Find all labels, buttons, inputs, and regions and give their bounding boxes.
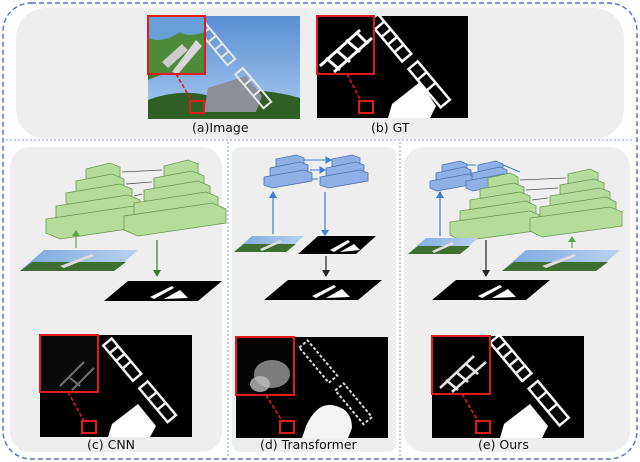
cnn-input-tile [20,250,138,271]
cnn-result-image [39,334,192,437]
transformer-mid-tile [298,236,376,254]
transformer-decoder-pyramid [319,154,369,189]
caption-cnn: (c) CNN [87,437,135,452]
caption-gt: (b) GT [371,120,410,135]
ours-input-tile-left [408,238,478,254]
ours-architecture-diagram [408,160,623,300]
input-image [147,15,300,119]
ours-cnn-decoder [529,168,623,238]
cnn-encoder-pyramid [45,162,149,240]
transformer-input-tile [234,236,304,252]
transformer-architecture-diagram [234,154,382,300]
cnn-architecture-diagram [20,159,227,301]
ground-truth-mask [316,12,468,118]
caption-image: (a)Image [192,120,249,135]
transformer-encoder-pyramid [263,154,313,189]
transformer-output-tile [264,280,382,300]
caption-ours: (e) Ours [478,437,529,452]
ours-result-image [431,333,584,438]
cnn-decoder-pyramid [123,159,227,237]
ours-input-tile-right [502,250,620,271]
ours-output-tile [432,280,550,300]
ours-cnn-encoder [449,172,543,242]
cnn-output-tile [104,281,222,301]
transformer-result-image [235,336,388,438]
caption-transformer: (d) Transformer [260,437,358,452]
